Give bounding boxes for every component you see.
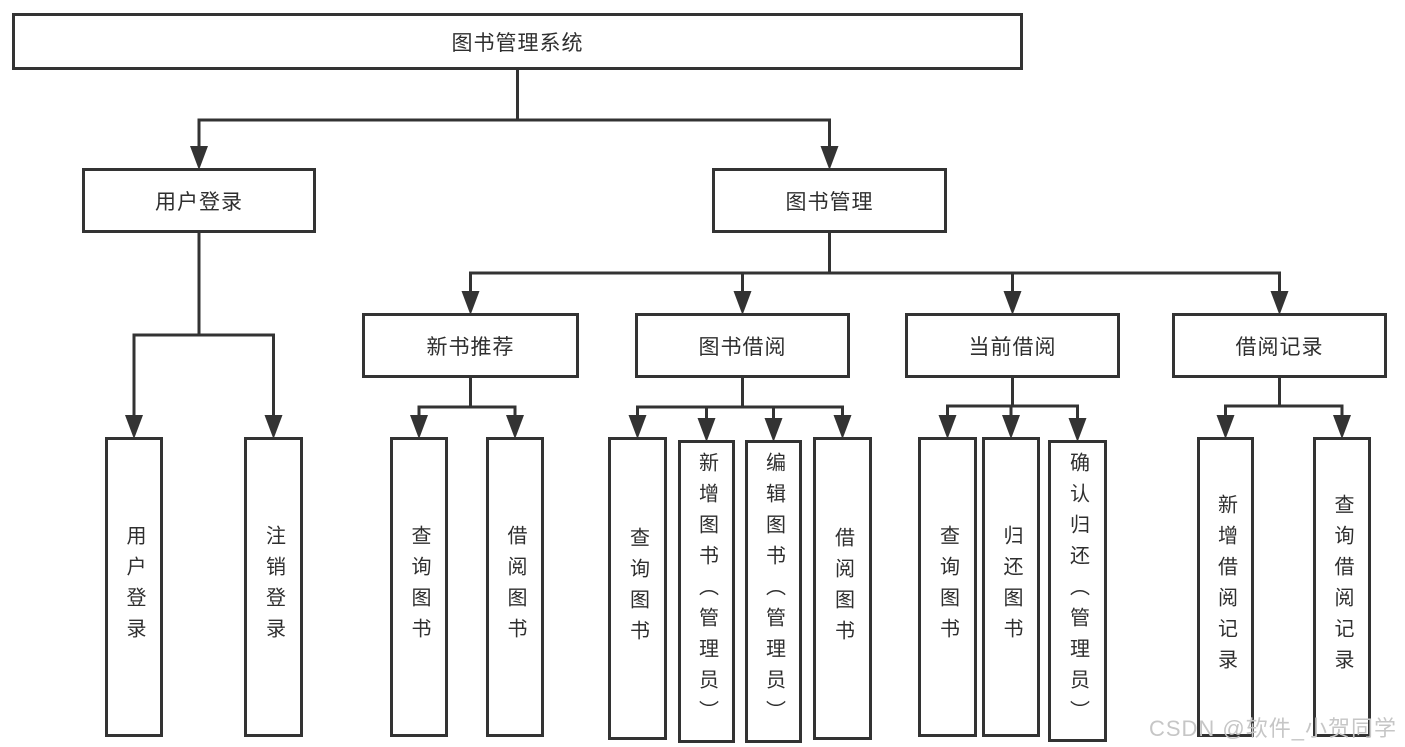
node-label: 新书推荐 (426, 335, 515, 359)
node-book-mgmt: 图书管理 (712, 168, 947, 233)
node-label: 编辑图书（管理员） (762, 452, 785, 731)
node-label: 借阅图书 (831, 526, 854, 651)
node-br-query-record: 查询借阅记录 (1313, 437, 1371, 737)
node-label: 查询借阅记录 (1331, 494, 1353, 680)
watermark: CSDN @软件_小贺同学 (1148, 716, 1397, 741)
node-bb-borrow-book: 借阅图书 (813, 437, 872, 740)
node-label: 用户登录 (123, 525, 145, 649)
node-label: 新增借阅记录 (1214, 494, 1237, 680)
node-cb-query-book: 查询图书 (918, 437, 977, 737)
node-label: 借阅图书 (504, 525, 526, 649)
node-logout-leaf: 注销登录 (244, 437, 303, 737)
node-label: 当前借阅 (968, 335, 1057, 359)
node-label: 图书借阅 (698, 335, 787, 359)
node-borrow-records: 借阅记录 (1172, 313, 1387, 378)
node-br-add-record: 新增借阅记录 (1197, 437, 1254, 737)
node-label: 查询图书 (936, 525, 959, 649)
node-bb-edit-book: 编辑图书（管理员） (745, 440, 802, 743)
node-current-borrow: 当前借阅 (905, 313, 1120, 378)
node-label: 图书管理系统 (451, 31, 584, 55)
node-label: 查询图书 (626, 526, 649, 651)
node-label: 图书管理 (785, 190, 874, 214)
node-bb-add-book: 新增图书（管理员） (678, 440, 735, 743)
node-label: 确认归还（管理员） (1066, 451, 1089, 731)
node-nbr-query-book: 查询图书 (390, 437, 448, 737)
node-login-leaf: 用户登录 (105, 437, 163, 737)
node-label: 新增图书（管理员） (695, 452, 718, 731)
node-label: 借阅记录 (1235, 335, 1324, 359)
node-label: 用户登录 (155, 190, 243, 214)
node-user-login: 用户登录 (82, 168, 316, 233)
node-bb-query-book: 查询图书 (608, 437, 667, 740)
node-label: 查询图书 (408, 525, 430, 649)
node-label: 注销登录 (262, 525, 285, 649)
node-root: 图书管理系统 (12, 13, 1023, 70)
node-book-borrow: 图书借阅 (635, 313, 850, 378)
node-label: 归还图书 (1000, 525, 1022, 649)
node-new-book-rec: 新书推荐 (362, 313, 579, 378)
node-cb-confirm-return: 确认归还（管理员） (1048, 440, 1107, 742)
node-cb-return-book: 归还图书 (982, 437, 1040, 737)
node-nbr-borrow-book: 借阅图书 (486, 437, 544, 737)
